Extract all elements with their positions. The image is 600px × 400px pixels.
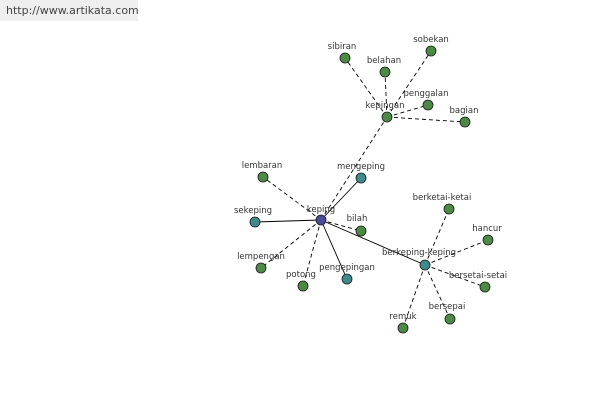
node-label-kepingan[interactable]: kepingan	[366, 101, 405, 111]
node-bersepai[interactable]: bersepai	[429, 302, 466, 325]
node-dot-sobekan[interactable]	[425, 45, 437, 57]
edge-keping-mengeping	[320, 177, 362, 221]
node-label-berketai-ketai[interactable]: berketai-ketai	[413, 193, 472, 203]
node-berkeping-keping[interactable]: berkeping-keping	[382, 248, 456, 271]
node-dot-berkeping-keping[interactable]	[419, 259, 431, 271]
node-dot-berketai-ketai[interactable]	[443, 203, 455, 215]
node-label-sibiran[interactable]: sibiran	[328, 42, 357, 52]
edge-keping-berkeping-keping	[320, 219, 426, 266]
node-sekeping[interactable]: sekeping	[234, 206, 272, 228]
node-label-lempengan[interactable]: lempengan	[237, 252, 285, 262]
edge-keping-kepingan	[320, 116, 388, 221]
edge-layer	[254, 50, 489, 329]
node-bilah[interactable]: bilah	[347, 214, 368, 237]
node-layer: keping kepingan sibiran belahan sobekan pengg…	[234, 35, 507, 334]
node-label-remuk[interactable]: remuk	[389, 312, 416, 322]
node-kepingan[interactable]: kepingan	[366, 101, 405, 123]
edge-berkeping-keping-bersepai	[424, 264, 451, 320]
node-lembaran[interactable]: lembaran	[242, 161, 283, 183]
node-penggalan[interactable]: penggalan	[404, 89, 449, 111]
node-dot-kepingan[interactable]	[381, 111, 393, 123]
node-label-pengepingan[interactable]: pengepingan	[319, 263, 375, 273]
node-dot-bersepai[interactable]	[444, 313, 456, 325]
node-label-bilah[interactable]: bilah	[347, 214, 368, 224]
node-label-potong[interactable]: potong	[286, 270, 316, 280]
node-dot-belahan[interactable]	[379, 66, 391, 78]
node-dot-bilah[interactable]	[355, 225, 367, 237]
node-label-bersetai-setai[interactable]: bersetai-setai	[449, 271, 507, 281]
node-dot-lembaran[interactable]	[257, 171, 269, 183]
node-pengepingan[interactable]: pengepingan	[319, 263, 375, 285]
node-keping[interactable]: keping	[307, 205, 335, 226]
edge-berkeping-keping-hancur	[424, 239, 489, 266]
node-dot-bagian[interactable]	[459, 116, 471, 128]
node-dot-bersetai-setai[interactable]	[479, 281, 491, 293]
node-label-sekeping[interactable]: sekeping	[234, 206, 272, 216]
node-label-belahan[interactable]: belahan	[367, 56, 401, 66]
node-label-bagian[interactable]: bagian	[450, 106, 479, 116]
node-dot-remuk[interactable]	[397, 322, 409, 334]
node-dot-potong[interactable]	[297, 280, 309, 292]
edge-kepingan-sobekan	[386, 50, 432, 118]
edge-keping-pengepingan	[320, 219, 348, 280]
node-label-mengeping[interactable]: mengeping	[337, 162, 385, 172]
node-dot-sekeping[interactable]	[249, 216, 261, 228]
node-label-berkeping-keping[interactable]: berkeping-keping	[382, 248, 456, 258]
edge-kepingan-penggalan	[386, 104, 429, 118]
node-label-hancur[interactable]: hancur	[472, 224, 502, 234]
node-dot-mengeping[interactable]	[355, 172, 367, 184]
edge-keping-lempengan	[260, 219, 322, 269]
node-label-sobekan[interactable]: sobekan	[413, 35, 449, 45]
node-label-lembaran[interactable]: lembaran	[242, 161, 283, 171]
node-dot-keping[interactable]	[315, 214, 327, 226]
node-dot-penggalan[interactable]	[422, 99, 434, 111]
edge-keping-sekeping	[254, 219, 322, 223]
edge-keping-lembaran	[262, 176, 322, 221]
node-dot-hancur[interactable]	[482, 234, 494, 246]
node-bersetai-setai[interactable]: bersetai-setai	[449, 271, 507, 293]
node-sibiran[interactable]: sibiran	[328, 42, 357, 64]
node-dot-pengepingan[interactable]	[341, 273, 353, 285]
node-dot-lempengan[interactable]	[255, 262, 267, 274]
edge-berkeping-keping-berketai-ketai	[424, 208, 450, 266]
edge-keping-potong	[302, 219, 322, 287]
node-potong[interactable]: potong	[286, 270, 316, 292]
node-dot-sibiran[interactable]	[339, 52, 351, 64]
node-bagian[interactable]: bagian	[450, 106, 479, 128]
node-lempengan[interactable]: lempengan	[237, 252, 285, 274]
node-sobekan[interactable]: sobekan	[413, 35, 449, 57]
node-remuk[interactable]: remuk	[389, 312, 417, 334]
edge-kepingan-bagian	[386, 116, 466, 123]
node-label-bersepai[interactable]: bersepai	[429, 302, 466, 312]
node-mengeping[interactable]: mengeping	[337, 162, 385, 184]
edge-kepingan-belahan	[384, 71, 388, 118]
node-berketai-ketai[interactable]: berketai-ketai	[413, 193, 472, 215]
source-url-banner[interactable]: http://www.artikata.com	[0, 0, 139, 21]
edge-kepingan-sibiran	[344, 57, 388, 118]
node-belahan[interactable]: belahan	[367, 56, 401, 78]
node-label-penggalan[interactable]: penggalan	[404, 89, 449, 99]
node-hancur[interactable]: hancur	[472, 224, 502, 246]
edge-berkeping-keping-bersetai-setai	[424, 264, 486, 288]
node-label-keping[interactable]: keping	[307, 205, 335, 215]
